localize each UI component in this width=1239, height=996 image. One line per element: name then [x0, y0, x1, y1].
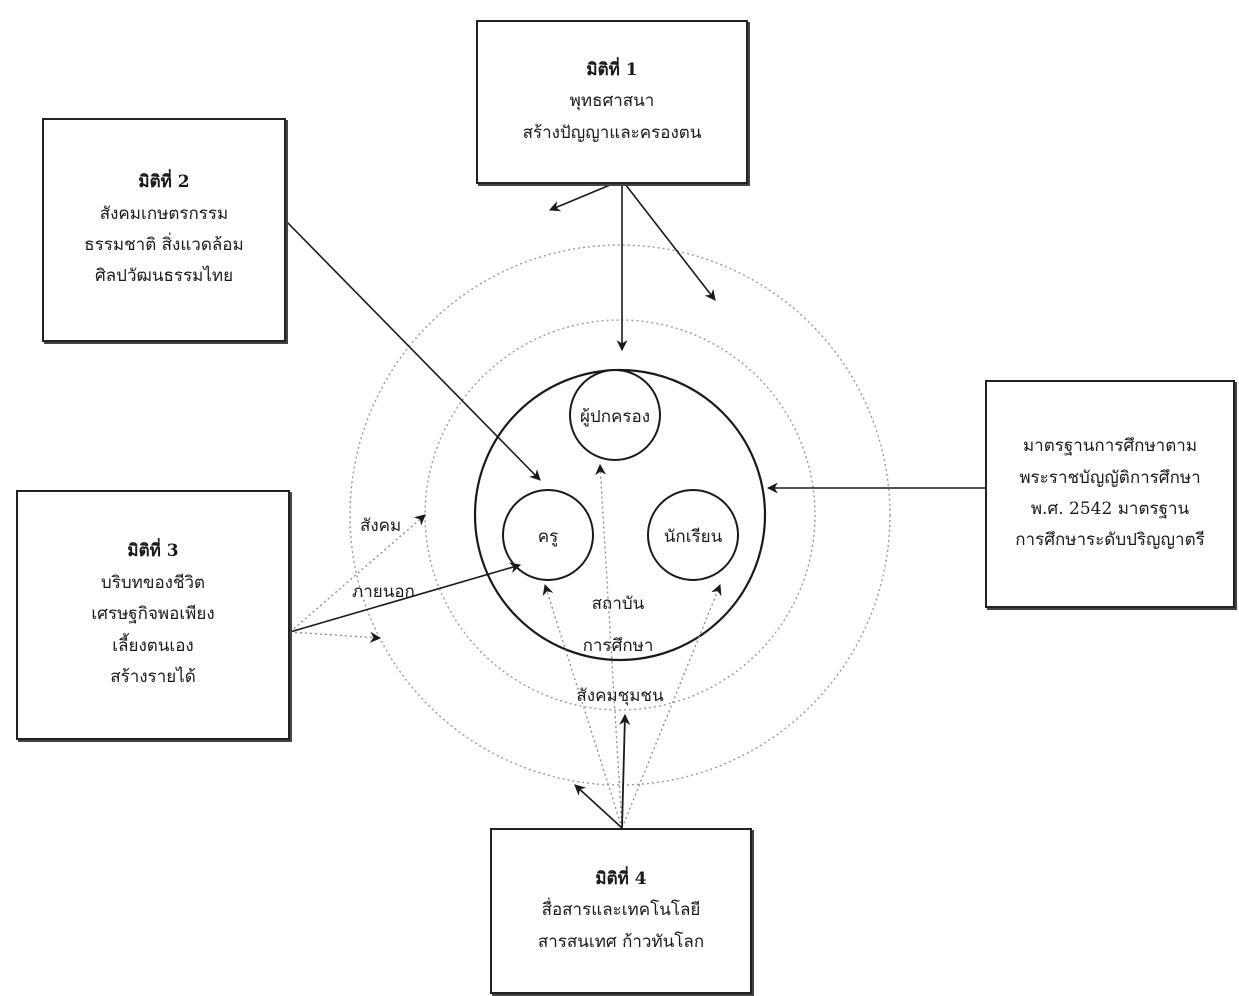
- dimension4-title: มิติที่ 4: [595, 868, 647, 889]
- institution-label-line1: สถาบัน: [591, 594, 645, 614]
- dimension1-box: มิติที่ 1 พุทธศาสนา สร้างปัญญาและครองตน: [476, 20, 748, 184]
- institution-label-line2: การศึกษา: [582, 636, 654, 656]
- dimension2-line: ศิลปวัฒนธรรมไทย: [94, 266, 234, 287]
- arrow-dim3-to-teacher: [289, 562, 522, 633]
- teacher-circle: [502, 489, 594, 581]
- dimension4-line: สารสนเทศ ก้าวทันโลก: [537, 931, 705, 952]
- arrow-dim4-to-outer: [574, 784, 623, 829]
- standards-line: พ.ศ. 2542 มาตรฐาน: [1030, 499, 1190, 519]
- dimension1-line: พุทธศาสนา: [569, 91, 655, 112]
- student-circle: [647, 489, 739, 581]
- community-ring: [424, 319, 816, 711]
- dimension3-line: บริบทของชีวิต: [100, 572, 206, 593]
- arrow-dim4-to-student: [621, 583, 722, 829]
- standards-line: มาตรฐานการศึกษาตาม: [1022, 436, 1198, 457]
- dimension3-line: เลี้ยงตนเอง: [112, 635, 194, 656]
- arrow-dim1-to-left: [548, 179, 623, 212]
- community-label: สังคมชุมชน: [576, 686, 664, 706]
- dimension2-box: มิติที่ 2 สังคมเกษตรกรรม ธรรมชาติ สิ่งแว…: [42, 118, 286, 342]
- dimension1-line: สร้างปัญญาและครองตน: [522, 122, 702, 143]
- dimension2-line: ธรรมชาติ สิ่งแวดล้อม: [84, 235, 244, 255]
- dimension2-line: สังคมเกษตรกรรม: [99, 203, 229, 224]
- arrow-dim2-to-teacher: [284, 219, 541, 481]
- arrow-dim4-to-community: [619, 713, 631, 829]
- dimension3-line: สร้างรายได้: [110, 667, 196, 688]
- dimension4-line: สื่อสารและเทคโนโลยี: [541, 900, 701, 921]
- dimension3-box: มิติที่ 3 บริบทของชีวิต เศรษฐกิจพอเพียง …: [16, 490, 290, 740]
- standards-line: พระราชบัญญัติการศึกษา: [1019, 467, 1201, 488]
- teacher-label: ครู: [537, 527, 559, 547]
- outer-society-label-line2: ภายนอก: [352, 582, 415, 602]
- student-label: นักเรียน: [663, 527, 723, 547]
- arrow-dim3-to-outer-lower: [289, 631, 382, 643]
- parent-label: ผู้ปกครอง: [579, 407, 651, 427]
- arrow-dim3-to-outer-upper: [289, 514, 426, 633]
- dimension1-title: มิติที่ 1: [586, 59, 638, 80]
- arrow-dim1-to-right: [621, 179, 716, 301]
- standards-box: มาตรฐานการศึกษาตาม พระราชบัญญัติการศึกษา…: [985, 380, 1235, 608]
- dimension3-line: เศรษฐกิจพอเพียง: [91, 604, 215, 625]
- parent-circle: [569, 369, 661, 461]
- dimension2-title: มิติที่ 2: [138, 172, 190, 193]
- dimension4-box: มิติที่ 4 สื่อสารและเทคโนโลยี สารสนเทศ ก…: [490, 828, 752, 994]
- outer-society-ring: [349, 244, 891, 786]
- dimension3-title: มิติที่ 3: [127, 541, 179, 562]
- standards-line: การศึกษาระดับปริญญาตรี: [1015, 530, 1205, 551]
- outer-society-label-line1: สังคม: [360, 516, 402, 536]
- arrow-dim4-to-parent: [595, 463, 623, 829]
